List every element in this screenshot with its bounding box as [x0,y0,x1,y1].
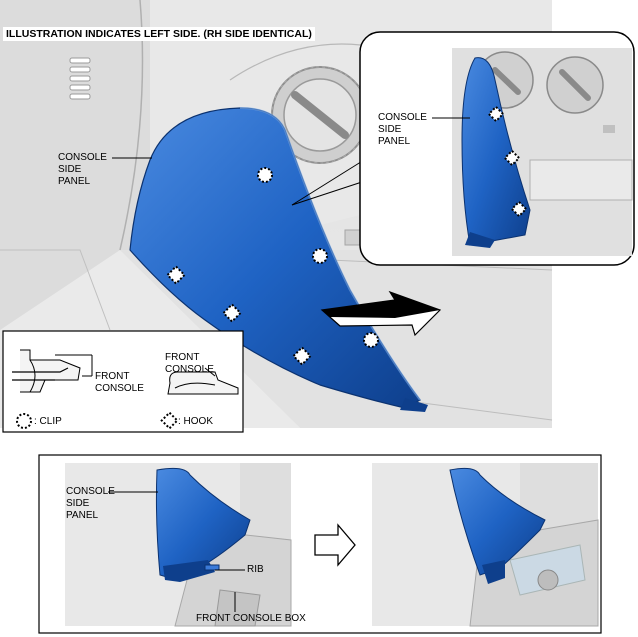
legend-front-console-label-left: FRONT CONSOLE [95,371,144,394]
front-console-box-label: FRONT CONSOLE BOX [196,613,306,624]
legend-clip-label: : CLIP [34,416,62,427]
hook-1 [166,265,186,285]
hook-legend-icon [160,411,179,430]
legend-box [2,330,244,433]
clip-cross-section-icon [12,349,93,393]
main-console-side-panel-label: CONSOLE SIDE PANEL [58,152,107,187]
inset-view [359,31,635,266]
legend-hook-label: : HOOK [178,416,214,427]
clip-2 [312,248,328,264]
hook-cross-section-icon [167,367,239,395]
clip-3 [363,332,379,348]
inset-hook-1 [487,105,505,123]
clip-markers [257,167,379,348]
page-title: ILLUSTRATION INDICATES LEFT SIDE. (RH SI… [3,27,315,41]
bottom-left-image [65,463,292,627]
inset-hook-2 [503,149,521,167]
hook-2 [222,303,242,323]
next-step-arrow [314,523,356,567]
inset-console-side-panel-label: CONSOLE SIDE PANEL [378,112,427,147]
inset-hook-3 [510,200,528,218]
hook-markers [166,265,312,366]
legend-front-console-label-right: FRONT CONSOLE [165,352,214,375]
bottom-view-frame [38,454,602,634]
bottom-console-side-panel-label: CONSOLE SIDE PANEL [66,486,115,521]
bottom-right-image [372,463,599,627]
removal-arrow [320,290,442,337]
vent-slots [69,57,91,100]
hook-3 [292,346,312,366]
console-side-panel-main [129,107,428,412]
clip-1 [257,167,273,183]
clip-legend-icon [16,413,32,429]
rib-label: RIB [247,564,264,575]
